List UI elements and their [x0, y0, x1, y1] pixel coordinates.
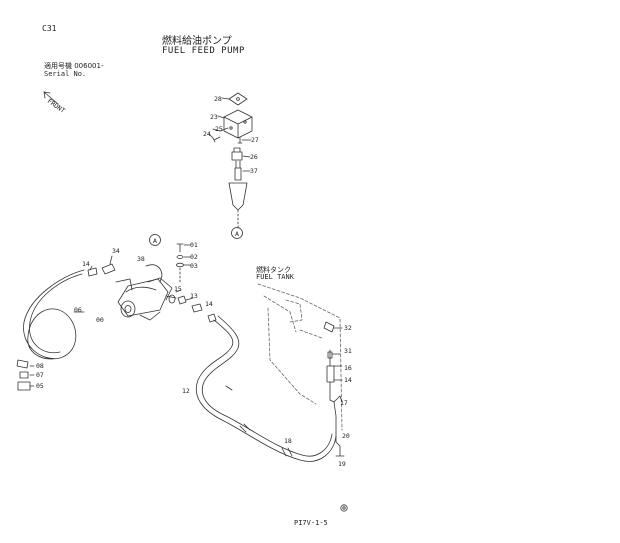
bolt-stack: [176, 243, 191, 285]
serial-range-japanese: 適用号機 006001-: [44, 62, 104, 70]
part-number-14-inlet: 14: [82, 260, 90, 268]
fuel-tank-label-japanese: 燃料タンク: [256, 266, 291, 274]
part-number-07: 07: [36, 371, 44, 379]
callout-a-pump-label: A: [153, 237, 157, 245]
part-number-37: 37: [250, 167, 258, 175]
page-title: FUEL FEED PUMP: [162, 46, 245, 56]
fuel-tank-label: FUEL TANK: [256, 273, 294, 281]
part-number-13: 13: [190, 292, 198, 300]
hose-end-fittings: [16, 359, 35, 391]
bracket-assembly: [208, 92, 253, 229]
part-number-20: 20: [342, 432, 350, 440]
part-number-27: 27: [251, 136, 259, 144]
part-number-32: 32: [344, 324, 352, 332]
part-number-18: 18: [284, 437, 292, 445]
part-number-26: 26: [250, 153, 258, 161]
part-number-15: 15: [174, 285, 182, 293]
wire-harness: [145, 264, 163, 283]
callout-a-pump: [149, 234, 161, 246]
page-code: C31: [42, 24, 57, 33]
fuel-pump: [115, 277, 177, 321]
serial-label: Serial No.: [44, 70, 87, 78]
part-number-14-tank: 14: [344, 376, 352, 384]
part-number-31: 31: [344, 347, 352, 355]
coiled-hose: [23, 269, 85, 360]
reference-mark-icon: [340, 504, 348, 512]
part-number-06: 06: [74, 306, 82, 314]
reference-mark-center-icon: [342, 506, 346, 510]
figure-code: PI7V-1-5: [294, 519, 328, 527]
part-number-01: 01: [190, 241, 198, 249]
part-number-19: 19: [338, 460, 346, 468]
part-number-03: 03: [190, 262, 198, 270]
part-number-00: 00: [96, 316, 104, 324]
fuel-tank: [257, 283, 343, 431]
part-number-34: 34: [112, 247, 120, 255]
front-arrow-icon: FRONT: [43, 91, 67, 115]
callout-a-upper: [231, 227, 243, 239]
part-number-14-outlet: 14: [205, 300, 213, 308]
outlet-fittings: [168, 289, 217, 323]
page-title-japanese: 燃料給油ポンプ: [162, 36, 232, 47]
part-number-17: 17: [340, 399, 348, 407]
part-number-24: 24: [203, 130, 211, 138]
inlet-fittings: [87, 255, 116, 277]
feed-hose: [196, 315, 337, 462]
suction-pipe: [323, 321, 345, 457]
callout-a-upper-label: A: [235, 230, 239, 238]
part-number-05: 05: [36, 382, 44, 390]
part-number-25: 25: [215, 125, 223, 133]
part-number-23: 23: [210, 113, 218, 121]
front-marker-label: FRONT: [46, 97, 67, 115]
part-number-08: 08: [36, 362, 44, 370]
part-number-12: 12: [182, 387, 190, 395]
part-number-28: 28: [214, 95, 222, 103]
part-number-38: 38: [137, 255, 145, 263]
part-number-02: 02: [190, 253, 198, 261]
part-number-16: 16: [344, 364, 352, 372]
